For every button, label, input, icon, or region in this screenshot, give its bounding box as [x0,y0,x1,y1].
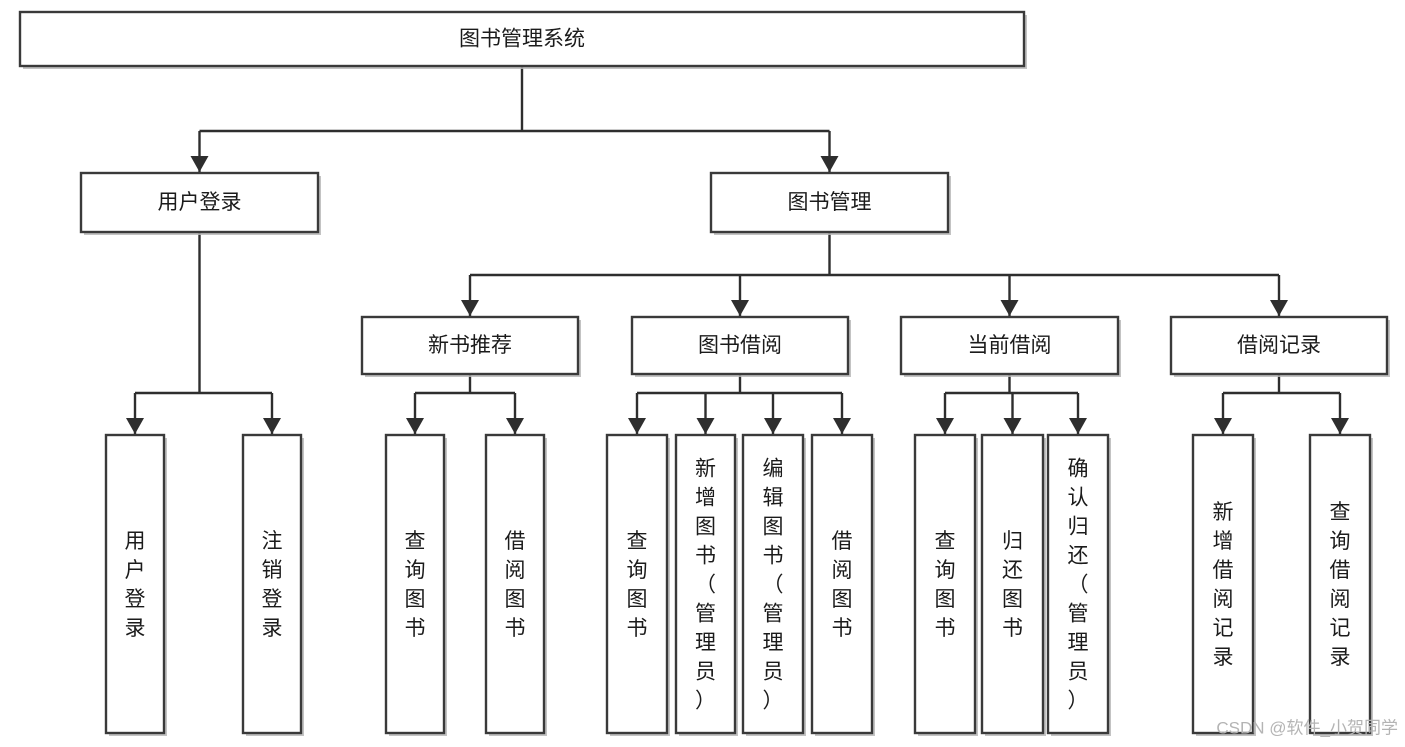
arrow-head-icon [1000,300,1019,316]
node-leaf-borrow-book1[interactable]: 借阅图书 [484,433,547,736]
arrow-head-icon [126,418,144,434]
edge-group-newbook [406,374,524,434]
node-label: 新书推荐 [428,334,512,357]
node-label: 图书管理 [788,191,872,214]
node-current[interactable]: 当前借阅 [899,315,1121,377]
node-root[interactable]: 图书管理系统 [18,10,1027,69]
edge-group-current [936,374,1087,434]
node-rect[interactable] [1046,433,1110,735]
arrow-head-icon [190,156,209,172]
arrow-head-icon [461,300,479,316]
node-leaf-logout[interactable]: 注销登录 [241,433,304,736]
node-label: 归还图书 [1002,530,1023,640]
arrow-head-icon [731,300,749,316]
node-label: 用户登录 [125,530,146,640]
arrow-head-icon [833,418,851,434]
node-label: 查询图书 [405,530,426,640]
arrow-head-icon [1003,418,1022,434]
node-label: 借阅记录 [1237,334,1321,357]
node-leaf-return-book[interactable]: 归还图书 [980,433,1046,736]
arrow-head-icon [1270,300,1288,316]
node-newbook[interactable]: 新书推荐 [360,315,581,377]
node-rect[interactable] [241,433,303,735]
node-rect[interactable] [709,171,950,234]
node-label: 确认归还（管理员） [1068,458,1089,713]
node-rect[interactable] [1191,433,1255,735]
edge-group-login [126,232,281,434]
connector-layer [126,66,1349,434]
node-label: 编辑图书（管理员） [763,458,784,713]
arrow-head-icon [1069,418,1087,434]
node-rect[interactable] [605,433,669,735]
arrow-head-icon [764,418,782,434]
node-borrow[interactable]: 图书借阅 [630,315,851,377]
node-leaf-user-login[interactable]: 用户登录 [104,433,167,736]
node-leaf-query-book2[interactable]: 查询图书 [605,433,670,736]
arrow-head-icon [263,418,281,434]
node-label: 图书管理系统 [459,28,585,51]
node-rect[interactable] [674,433,737,735]
node-records[interactable]: 借阅记录 [1169,315,1390,377]
arrow-head-icon [820,156,839,172]
node-leaf-add-book[interactable]: 新增图书（管理员） [674,433,738,736]
node-label: 查询借阅记录 [1330,501,1351,669]
arrow-head-icon [406,418,424,434]
node-rect[interactable] [980,433,1045,735]
node-rect[interactable] [18,10,1026,68]
edge-group-records [1214,374,1349,434]
node-leaf-query-book1[interactable]: 查询图书 [384,433,447,736]
node-rect[interactable] [1169,315,1389,376]
node-rect[interactable] [104,433,166,735]
node-label: 用户登录 [158,191,242,214]
arrow-head-icon [1331,418,1349,434]
node-leaf-add-record[interactable]: 新增借阅记录 [1191,433,1256,736]
node-label: 当前借阅 [968,334,1052,357]
node-rect[interactable] [899,315,1120,376]
node-rect[interactable] [913,433,977,735]
node-login[interactable]: 用户登录 [79,171,321,235]
node-label: 新增借阅记录 [1213,501,1234,669]
node-leaf-borrow-book2[interactable]: 借阅图书 [810,433,875,736]
node-leaf-edit-book[interactable]: 编辑图书（管理员） [741,433,806,736]
node-rect[interactable] [484,433,546,735]
node-leaf-confirm-return[interactable]: 确认归还（管理员） [1046,433,1111,736]
arrow-head-icon [1214,418,1232,434]
node-leaf-query-record[interactable]: 查询借阅记录 [1308,433,1373,736]
arrow-head-icon [936,418,954,434]
node-label: 注销登录 [262,530,283,640]
node-rect[interactable] [741,433,805,735]
edge-group-root [190,66,839,172]
arrow-head-icon [506,418,524,434]
node-bookmgmt[interactable]: 图书管理 [709,171,951,235]
node-label: 查询图书 [935,530,956,640]
node-label: 借阅图书 [505,530,526,640]
node-rect[interactable] [360,315,580,376]
edge-group-borrow [628,374,851,434]
node-label: 新增图书（管理员） [695,458,716,713]
node-rect[interactable] [384,433,446,735]
watermark-label: CSDN @软件_小贺同学 [1216,718,1398,737]
arrow-head-icon [628,418,646,434]
edge-group-bookmgmt [461,232,1288,316]
arrow-head-icon [696,418,715,434]
node-layer: 图书管理系统用户登录图书管理新书推荐图书借阅当前借阅借阅记录用户登录注销登录查询… [18,10,1390,736]
node-rect[interactable] [79,171,320,234]
node-label: 查询图书 [627,530,648,640]
node-label: 借阅图书 [832,530,853,640]
node-rect[interactable] [630,315,850,376]
node-label: 图书借阅 [698,334,782,357]
node-leaf-query-book3[interactable]: 查询图书 [913,433,978,736]
node-rect[interactable] [810,433,874,735]
node-rect[interactable] [1308,433,1372,735]
